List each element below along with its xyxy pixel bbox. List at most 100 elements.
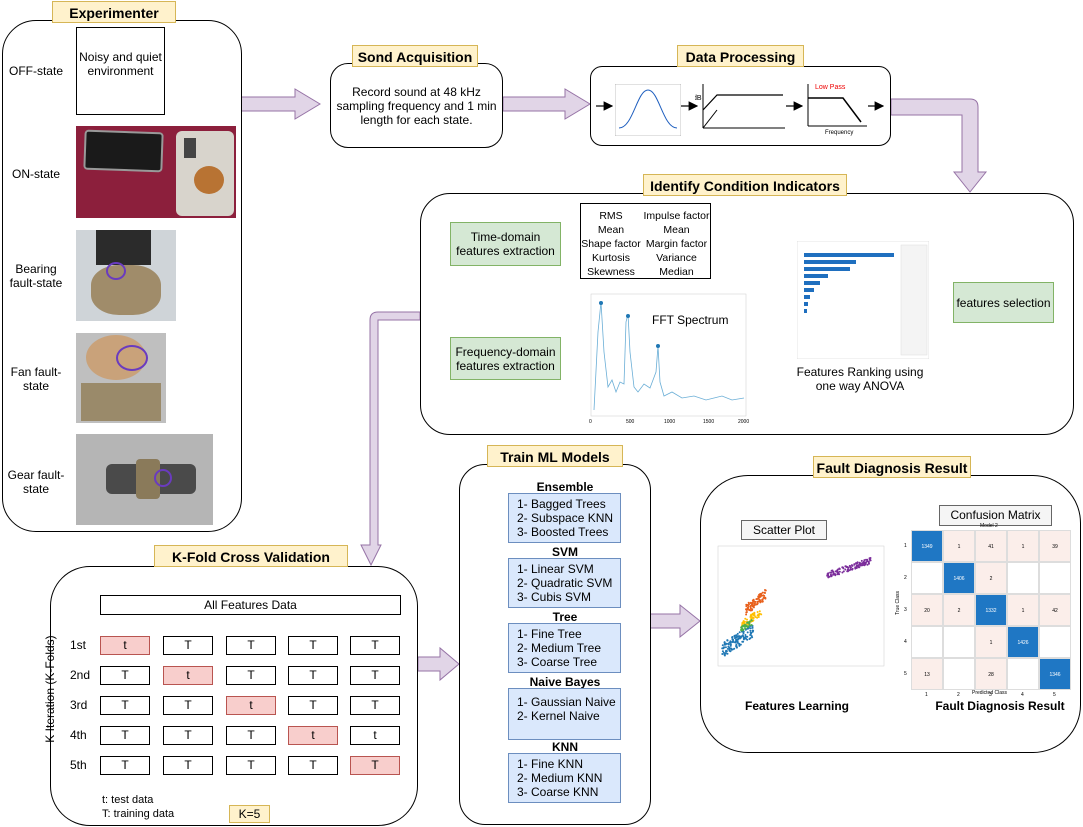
scatter-point: [827, 576, 830, 579]
big-arrow-experimenter-to-sound: [240, 88, 321, 120]
scatter-point: [745, 613, 748, 616]
all-features-text: All Features Data: [204, 598, 297, 612]
scatter-point: [855, 565, 858, 568]
scatter-point: [856, 561, 859, 564]
confusion-row-label: 5: [904, 671, 907, 677]
scatter-point: [731, 640, 734, 643]
scatter-point: [753, 604, 756, 607]
frequency-domain-text: Frequency-domain features extraction: [455, 344, 556, 373]
scatter-point: [851, 567, 854, 570]
scatter-point: [846, 566, 849, 568]
model-item: 3- Cubis SVM: [517, 590, 592, 604]
kfold-row-label: 4th: [70, 728, 87, 742]
feature-item: Kurtosis: [592, 252, 630, 264]
kfold-row-label: 3rd: [70, 698, 88, 712]
fan-label-text: Fan fault-state: [10, 365, 62, 393]
kfold-train-cell: T: [163, 636, 213, 655]
confusion-cell: 1: [1007, 530, 1039, 562]
fault-result-title: Fault Diagnosis Result: [813, 456, 971, 478]
model-item: 2- Quadratic SVM: [517, 576, 613, 590]
scatter-point: [736, 632, 739, 635]
confusion-cell: 28: [975, 658, 1007, 690]
scatter-point: [842, 570, 845, 573]
kfold-title: K-Fold Cross Validation: [154, 545, 348, 567]
big-arrow-indicators-to-kfold: [360, 311, 421, 567]
kfold-test-cell: t: [100, 636, 150, 655]
predicted-class-label: Predicted Class: [972, 690, 1008, 696]
confusion-cell: [1039, 626, 1071, 658]
scatter-point: [750, 613, 753, 616]
scatter-point: [745, 637, 747, 640]
confusion-cell: [1007, 562, 1039, 594]
fft-tick: 1000: [664, 419, 675, 425]
bearing-fault-photo: [76, 230, 176, 321]
true-class-label: True Class: [895, 591, 901, 615]
scatter-point: [858, 561, 861, 564]
feature-ranking-chart: [797, 241, 929, 359]
db-axis-label: dB: [695, 95, 702, 102]
scatter-point: [849, 566, 852, 569]
state-label-fan: Fan fault-state: [5, 365, 67, 393]
scatter-point: [751, 630, 754, 633]
confusion-row-label: 2: [904, 575, 907, 581]
kfold-train-cell: T: [100, 696, 150, 715]
confusion-col-label: 5: [1053, 692, 1056, 698]
condition-indicators-title: Identify Condition Indicators: [643, 174, 847, 196]
fft-tick: 2000: [738, 419, 749, 425]
confusion-cell: 1349: [911, 530, 943, 562]
sound-acquisition-box: Record sound at 48 kHz sampling frequenc…: [330, 63, 503, 148]
scatter-point: [849, 568, 852, 571]
scatter-point: [749, 627, 752, 630]
sound-acquisition-title: Sond Acquisition: [352, 45, 478, 67]
scatter-point: [760, 594, 763, 596]
confusion-col-label: 1: [925, 692, 928, 698]
model-item: 1- Linear SVM: [517, 562, 594, 576]
scatter-point: [752, 617, 755, 619]
model-item: 3- Coarse KNN: [517, 785, 599, 799]
scatter-point: [861, 564, 864, 566]
scatter-point: [725, 649, 728, 652]
scatter-point: [722, 647, 725, 650]
confusion-cell: 41: [975, 530, 1007, 562]
sound-acquisition-text: Record sound at 48 kHz sampling frequenc…: [336, 84, 497, 127]
fft-label: FFT Spectrum: [652, 313, 728, 327]
scatter-point: [836, 572, 839, 575]
feature-item: Mean: [597, 224, 625, 236]
scatter-point: [746, 621, 749, 624]
kfold-train-cell: T: [163, 696, 213, 715]
features-learning-label: Features Learning: [744, 699, 850, 713]
fan-fault-photo: [76, 333, 166, 423]
scatter-point: [734, 637, 736, 640]
kfold-train-cell: T: [100, 726, 150, 745]
fft-tick: 1500: [703, 419, 714, 425]
scatter-point: [749, 634, 752, 636]
scatter-point: [740, 629, 743, 632]
scatter-point: [863, 564, 866, 567]
experimenter-title: Experimenter: [52, 1, 176, 23]
scatter-point: [761, 598, 764, 601]
model-item: 2- Subspace KNN: [517, 511, 614, 525]
scatter-point: [749, 637, 752, 640]
scatter-point: [735, 640, 738, 643]
feature-item: Skewness: [587, 266, 635, 278]
scatter-point: [727, 642, 729, 645]
kfold-train-cell: T: [288, 756, 338, 775]
scatter-point: [853, 563, 856, 566]
confusion-cell: 2: [943, 594, 975, 626]
scatter-point: [757, 616, 760, 618]
scatter-point: [832, 572, 835, 575]
scatter-point: [758, 612, 761, 615]
confusion-cell: [1007, 658, 1039, 690]
scatter-point: [746, 635, 749, 638]
scatter-point: [850, 564, 853, 567]
scatter-point: [728, 646, 731, 649]
scatter-point: [750, 635, 753, 637]
scatter-point: [731, 636, 734, 638]
scatter-point: [749, 616, 752, 618]
scatter-point: [865, 558, 867, 561]
kfold-axis-label: K Iteration (K-Folds): [43, 635, 57, 743]
fault-diagnosis-label: Fault Diagnosis Result: [935, 699, 1065, 713]
model-item: 2- Medium Tree: [517, 641, 602, 655]
confusion-col-label: 3: [989, 692, 992, 698]
